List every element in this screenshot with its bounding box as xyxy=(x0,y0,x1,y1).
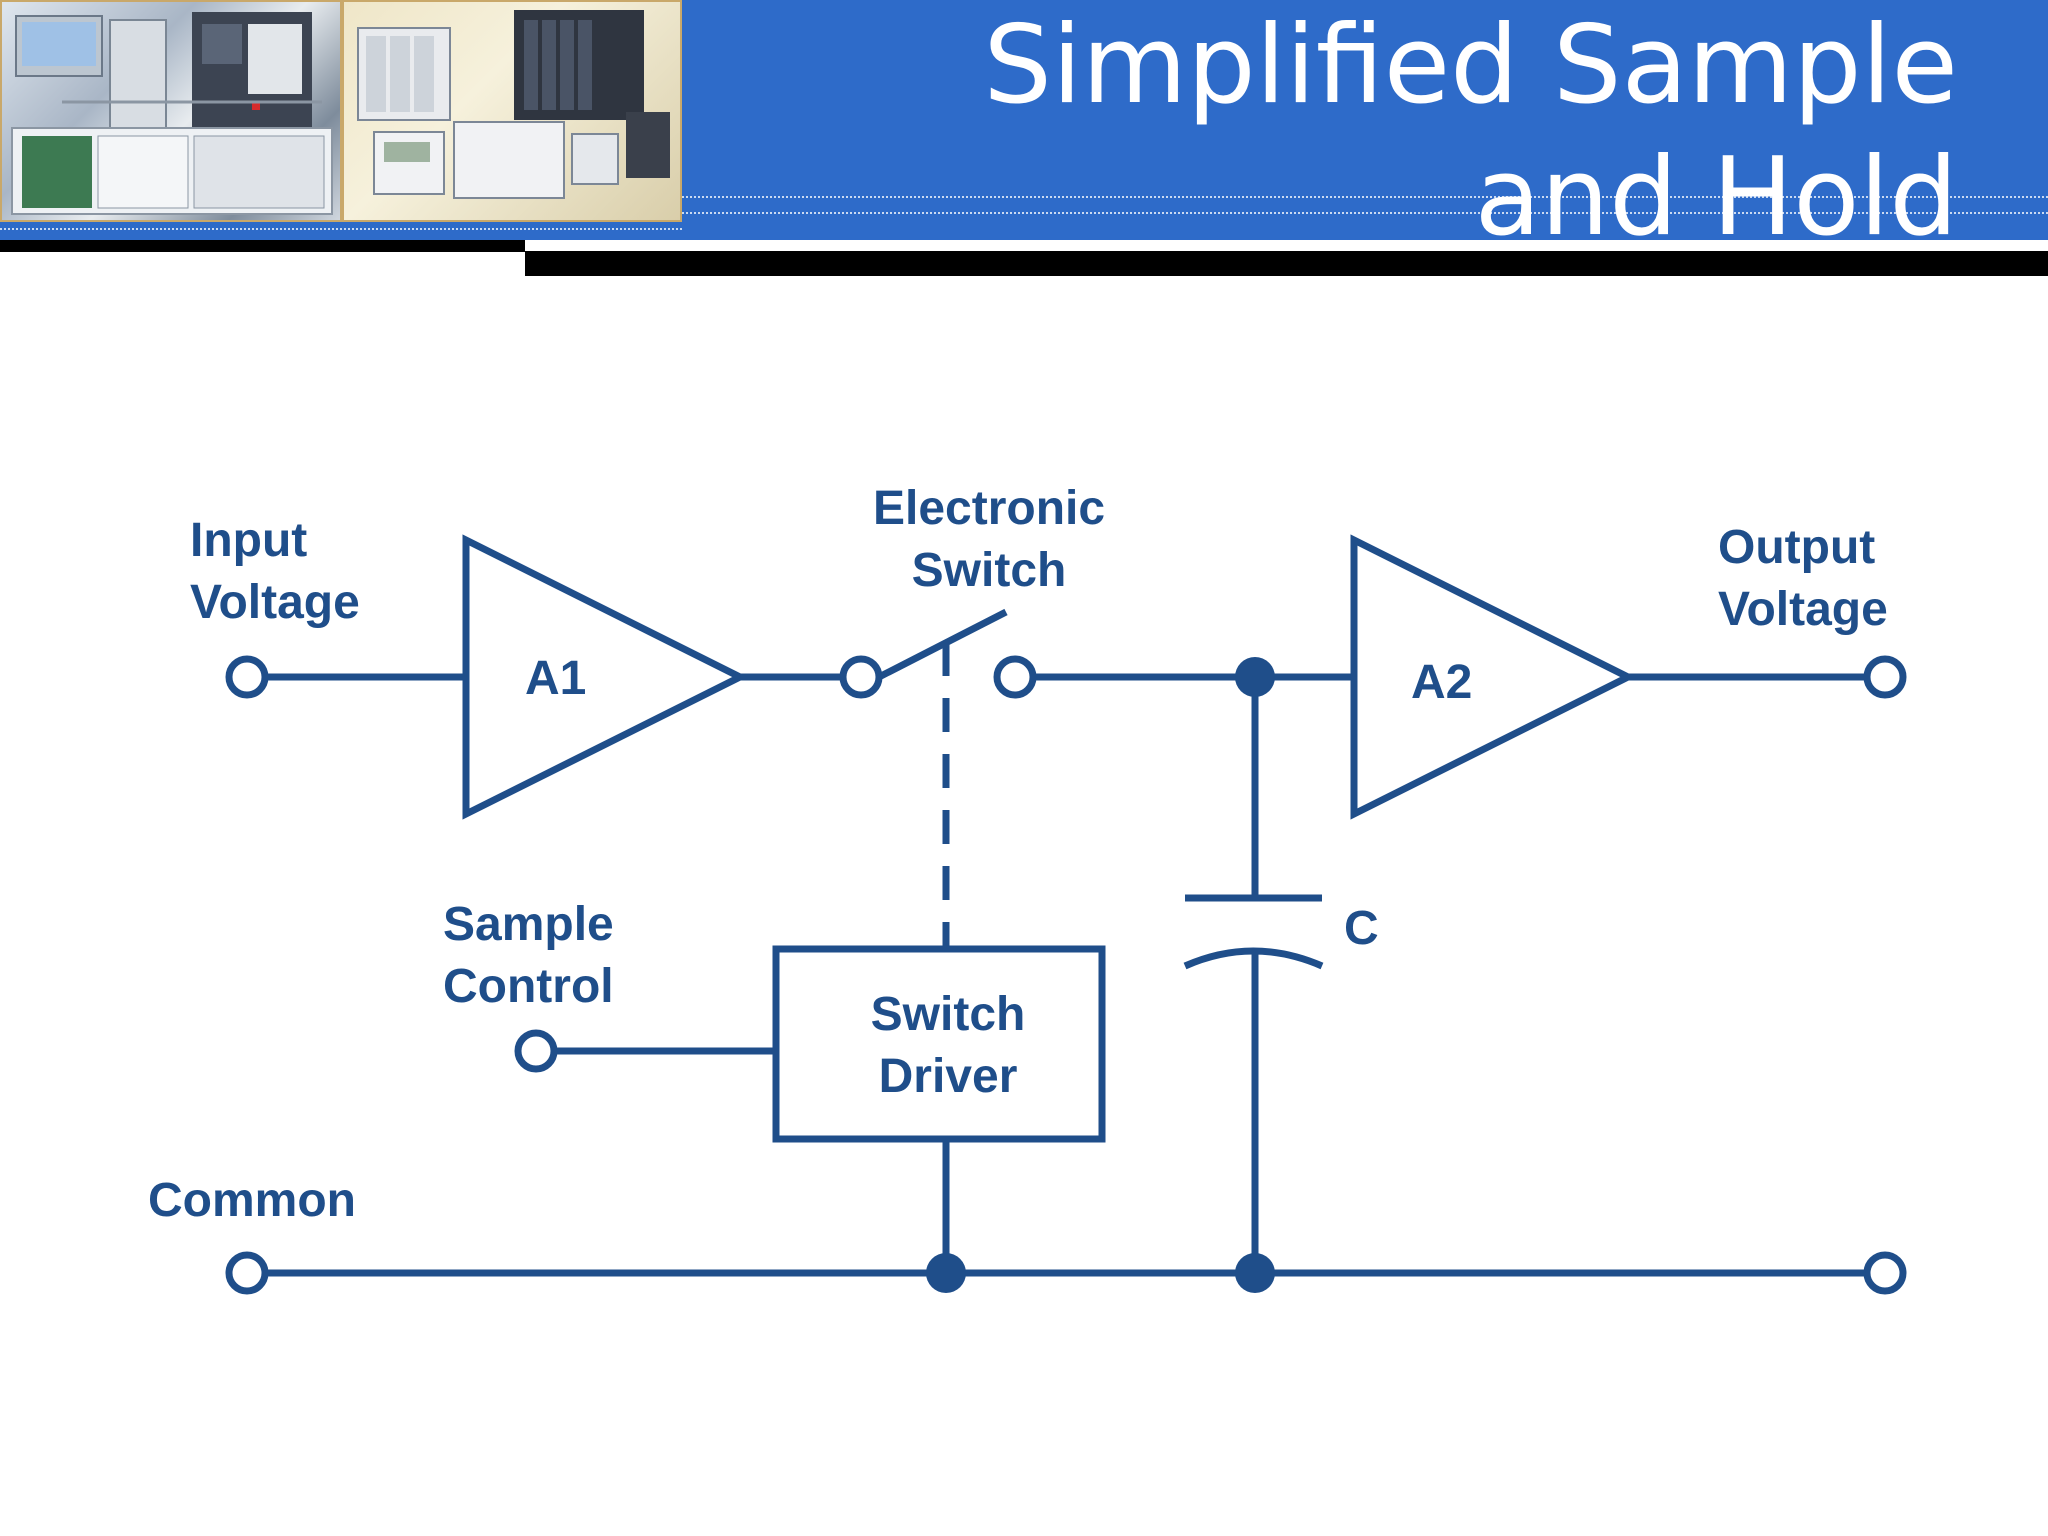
capacitor-label: C xyxy=(1344,902,1379,955)
electronic-switch-label: Electronic Switch xyxy=(872,482,1106,597)
junction-dot-capacitor-ground xyxy=(1235,1253,1275,1293)
switch-contact-left xyxy=(839,655,883,699)
amplifier-a1 xyxy=(462,534,748,820)
input-terminal xyxy=(225,655,269,699)
input-voltage-label: Input Voltage xyxy=(190,514,360,629)
sample-control-label: Sample Control xyxy=(443,898,614,1013)
amplifier-a1-label: A1 xyxy=(525,652,587,705)
header-rule-left xyxy=(0,228,682,230)
junction-dot-capacitor-top xyxy=(1235,657,1275,697)
common-terminal-left xyxy=(225,1251,269,1295)
plc-equipment-photo xyxy=(0,0,342,222)
switch-driver-box xyxy=(772,945,1106,1143)
common-terminal-right xyxy=(1863,1251,1907,1295)
plc-modules-photo xyxy=(342,0,682,222)
output-voltage-label: Output Voltage xyxy=(1718,521,1888,636)
slide-title: Simplified Sample and Hold xyxy=(758,0,1958,264)
common-label: Common xyxy=(148,1174,356,1227)
junction-dot-driver-ground xyxy=(926,1253,966,1293)
amplifier-a2 xyxy=(1350,534,1636,820)
slide-title-line1: Simplified Sample xyxy=(983,3,1958,128)
header-rule-lower xyxy=(682,212,2048,214)
switch-contact-right xyxy=(993,655,1037,699)
slide-title-line2: and Hold xyxy=(1474,135,1958,260)
switch-driver-label: Switch Driver xyxy=(870,988,1026,1103)
sample-control-terminal xyxy=(514,1029,558,1073)
header-rule-upper xyxy=(682,196,2048,198)
header-underline-left xyxy=(0,240,525,252)
amplifier-a2-label: A2 xyxy=(1411,656,1473,709)
header-underline-bar xyxy=(525,251,2048,276)
output-terminal xyxy=(1863,655,1907,699)
